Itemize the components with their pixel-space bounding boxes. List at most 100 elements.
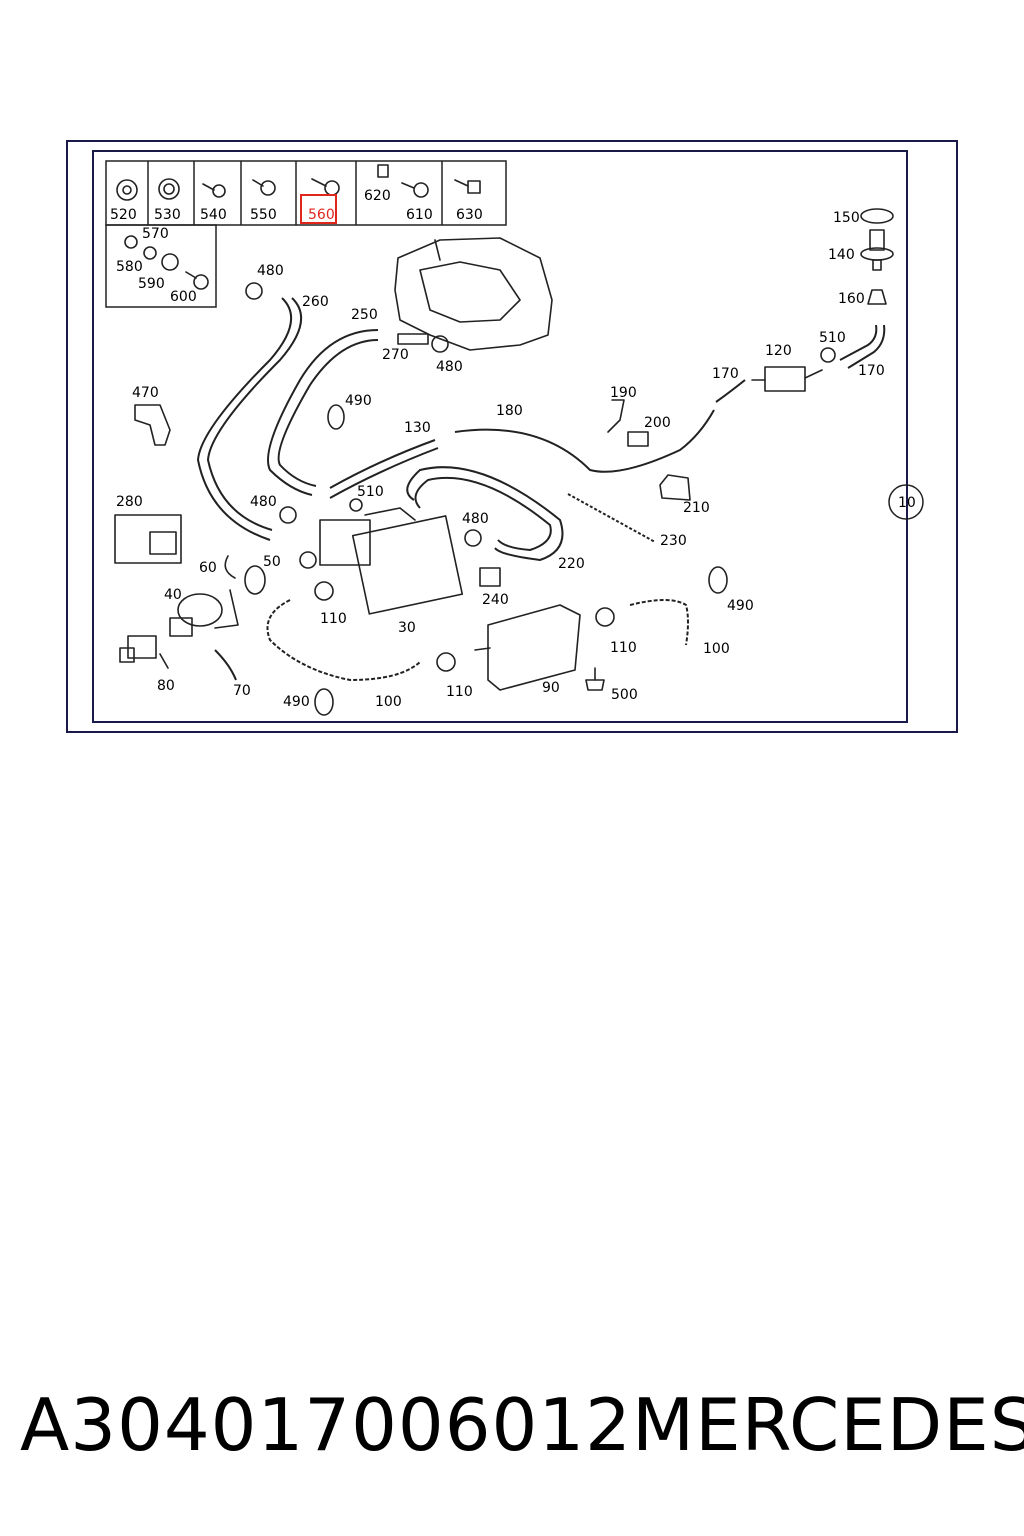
clamp-60 bbox=[224, 555, 236, 579]
mount-210 bbox=[659, 474, 691, 501]
washer-580-icon bbox=[143, 246, 157, 260]
label-160: 160 bbox=[838, 291, 865, 307]
label-600: 600 bbox=[170, 289, 197, 305]
label-530: 530 bbox=[154, 207, 181, 223]
part-labels: 520 530 540 550 560 620 610 630 570 580 … bbox=[110, 188, 916, 710]
label-180: 180 bbox=[496, 403, 523, 419]
hose-260 bbox=[196, 297, 292, 541]
label-120: 120 bbox=[765, 343, 792, 359]
clamp-480b bbox=[431, 335, 449, 353]
part-number: A304017006012 bbox=[20, 1383, 632, 1467]
label-520: 520 bbox=[110, 207, 137, 223]
grommet-490a bbox=[327, 404, 345, 430]
screw-540-icon bbox=[202, 183, 226, 198]
hose-130 bbox=[329, 439, 436, 489]
label-560: 560 bbox=[308, 207, 335, 223]
hose-100a bbox=[266, 599, 421, 682]
label-170b: 170 bbox=[858, 363, 885, 379]
engine-block-icon bbox=[394, 237, 553, 351]
brand-name: MERCEDES bbox=[631, 1383, 1024, 1467]
label-130: 130 bbox=[404, 420, 431, 436]
parts-diagram: 520 530 540 550 560 620 610 630 570 580 … bbox=[0, 0, 1024, 760]
label-150: 150 bbox=[833, 210, 860, 226]
label-610: 610 bbox=[406, 207, 433, 223]
label-470: 470 bbox=[132, 385, 159, 401]
hose-220 bbox=[406, 466, 564, 562]
screw-610-icon bbox=[401, 182, 429, 198]
label-40: 40 bbox=[164, 587, 182, 603]
label-630: 630 bbox=[456, 207, 483, 223]
label-510a: 510 bbox=[819, 330, 846, 346]
label-110b: 110 bbox=[610, 640, 637, 656]
clamp-480c bbox=[279, 506, 297, 524]
label-30: 30 bbox=[398, 620, 416, 636]
label-50: 50 bbox=[263, 554, 281, 570]
grommet-490c bbox=[314, 688, 334, 716]
label-10: 10 bbox=[898, 495, 916, 511]
label-100b: 100 bbox=[375, 694, 402, 710]
valve-80 bbox=[119, 635, 169, 669]
nut-590-icon bbox=[161, 253, 179, 271]
label-200: 200 bbox=[644, 415, 671, 431]
parts-diagram-svg: 520 530 540 550 560 620 610 630 570 580 … bbox=[66, 140, 958, 733]
hose-70 bbox=[214, 649, 237, 681]
hose-100b bbox=[629, 599, 689, 646]
label-550: 550 bbox=[250, 207, 277, 223]
cap-160 bbox=[867, 289, 887, 305]
clamp-480a bbox=[245, 282, 263, 300]
label-220: 220 bbox=[558, 556, 585, 572]
label-490a: 490 bbox=[345, 393, 372, 409]
label-60: 60 bbox=[199, 560, 217, 576]
label-590: 590 bbox=[138, 276, 165, 292]
clamp-110b bbox=[595, 607, 615, 627]
hose-170b bbox=[839, 324, 878, 361]
grommet-140 bbox=[860, 229, 894, 271]
clip-510a bbox=[349, 498, 363, 512]
label-260: 260 bbox=[302, 294, 329, 310]
label-490b: 490 bbox=[727, 598, 754, 614]
clamp-480d bbox=[464, 529, 482, 547]
hose-170a bbox=[715, 379, 746, 403]
clip-570-icon bbox=[124, 235, 138, 249]
clip-620-icon bbox=[377, 164, 389, 178]
screw-550-icon bbox=[252, 179, 276, 196]
label-80: 80 bbox=[157, 678, 175, 694]
hoses bbox=[196, 297, 886, 682]
hose-230 bbox=[567, 493, 656, 543]
screw-560-icon bbox=[311, 178, 340, 196]
pump-40 bbox=[169, 589, 239, 637]
line-180 bbox=[454, 409, 715, 473]
label-540: 540 bbox=[200, 207, 227, 223]
inner-frame bbox=[92, 150, 908, 723]
callout-circle-10 bbox=[888, 484, 924, 520]
clamp-110a bbox=[314, 581, 334, 601]
caption: A304017006012 MERCEDES bbox=[20, 1370, 1024, 1480]
sleeve-200 bbox=[627, 431, 649, 447]
label-480a: 480 bbox=[257, 263, 284, 279]
fuel-pump-120 bbox=[751, 366, 823, 392]
label-100a: 100 bbox=[703, 641, 730, 657]
label-510b: 510 bbox=[357, 484, 384, 500]
label-170a: 170 bbox=[712, 366, 739, 382]
label-250: 250 bbox=[351, 307, 378, 323]
ring-150 bbox=[860, 208, 894, 224]
connector-270 bbox=[397, 333, 429, 345]
ring-50 bbox=[244, 565, 266, 595]
label-240: 240 bbox=[482, 592, 509, 608]
muffler-90 bbox=[474, 604, 581, 691]
clip-510b bbox=[820, 347, 836, 363]
label-280 bbox=[114, 514, 182, 564]
small-parts-table bbox=[105, 160, 507, 308]
nut-530-icon bbox=[158, 178, 180, 200]
label-70: 70 bbox=[233, 683, 251, 699]
clamp-110c bbox=[436, 652, 456, 672]
label-480b: 480 bbox=[436, 359, 463, 375]
label-500: 500 bbox=[611, 687, 638, 703]
label-570: 570 bbox=[142, 226, 169, 242]
label-210: 210 bbox=[683, 500, 710, 516]
label-140: 140 bbox=[828, 247, 855, 263]
hose-250 bbox=[267, 329, 379, 496]
label-110a: 110 bbox=[320, 611, 347, 627]
label-280: 280 bbox=[116, 494, 143, 510]
bolt-630-icon bbox=[454, 179, 481, 194]
